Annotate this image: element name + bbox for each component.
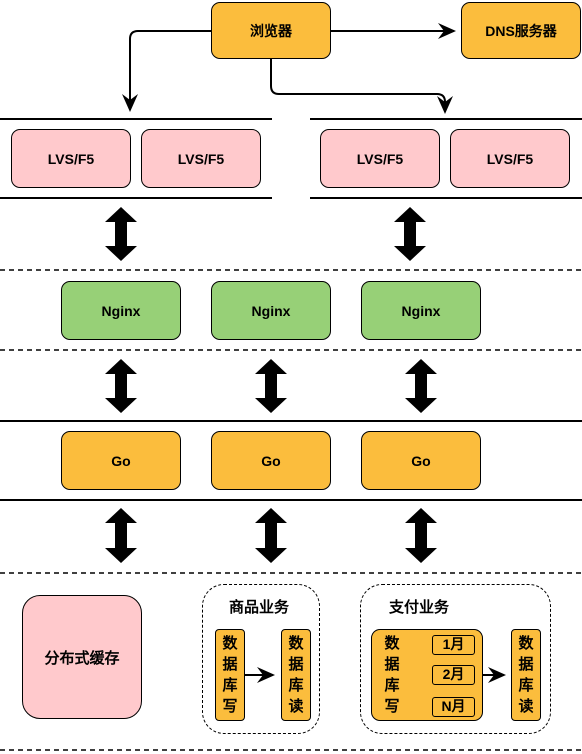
distributed-cache-node: 分布式缓存 bbox=[22, 595, 142, 719]
lvs-node: LVS/F5 bbox=[320, 129, 440, 188]
browser-to-lvs-left-arrow bbox=[122, 30, 211, 112]
go-label: Go bbox=[261, 452, 281, 469]
nginx-node: Nginx bbox=[61, 281, 181, 340]
product-db-write: 数据库写 bbox=[215, 629, 245, 721]
payment-db-read-label: 数据库读 bbox=[518, 635, 534, 715]
nginx-label: Nginx bbox=[401, 302, 441, 319]
bidirectional-arrow bbox=[105, 359, 137, 413]
payment-db-read: 数据库读 bbox=[511, 629, 541, 721]
nginx-node: Nginx bbox=[361, 281, 481, 340]
browser-node: 浏览器 bbox=[211, 2, 331, 59]
product-db-write-label: 数据库写 bbox=[222, 635, 238, 715]
go-label: Go bbox=[411, 452, 431, 469]
bidirectional-arrow bbox=[405, 508, 437, 563]
bidirectional-arrow bbox=[255, 508, 287, 563]
product-business-title: 商品业务 bbox=[229, 599, 290, 616]
product-db-read: 数据库读 bbox=[281, 629, 311, 721]
bidirectional-arrow bbox=[405, 359, 437, 413]
lvs-label: LVS/F5 bbox=[356, 150, 404, 167]
browser-to-lvs-right-arrow bbox=[270, 59, 453, 114]
product-business-group bbox=[202, 584, 320, 734]
lvs-node: LVS/F5 bbox=[450, 129, 570, 188]
payment-db-write-label: 数据库写 bbox=[384, 635, 400, 715]
browser-label: 浏览器 bbox=[250, 22, 292, 39]
dns-server-label: DNS服务器 bbox=[485, 22, 557, 39]
month-2-tag: 2月 bbox=[432, 665, 475, 685]
dns-server-node: DNS服务器 bbox=[461, 2, 581, 59]
bidirectional-arrow bbox=[105, 207, 137, 261]
lvs-node: LVS/F5 bbox=[141, 129, 261, 188]
go-node: Go bbox=[61, 431, 181, 490]
nginx-label: Nginx bbox=[251, 302, 291, 319]
go-label: Go bbox=[111, 452, 131, 469]
nginx-label: Nginx bbox=[101, 302, 141, 319]
payment-db-write: 数据库写 bbox=[371, 629, 483, 721]
lvs-label: LVS/F5 bbox=[486, 150, 534, 167]
bidirectional-arrow bbox=[105, 508, 137, 563]
go-node: Go bbox=[361, 431, 481, 490]
payment-business-title: 支付业务 bbox=[389, 599, 450, 616]
payment-business-group bbox=[360, 584, 551, 734]
nginx-node: Nginx bbox=[211, 281, 331, 340]
lvs-node: LVS/F5 bbox=[11, 129, 131, 188]
lvs-label: LVS/F5 bbox=[47, 150, 95, 167]
distributed-cache-label: 分布式缓存 bbox=[44, 649, 120, 667]
bidirectional-arrow bbox=[255, 359, 287, 413]
bidirectional-arrow bbox=[394, 207, 426, 261]
month-1-tag: 1月 bbox=[432, 635, 475, 655]
go-node: Go bbox=[211, 431, 331, 490]
month-n-tag: N月 bbox=[432, 697, 475, 717]
product-db-read-label: 数据库读 bbox=[288, 635, 304, 715]
lvs-label: LVS/F5 bbox=[177, 150, 225, 167]
